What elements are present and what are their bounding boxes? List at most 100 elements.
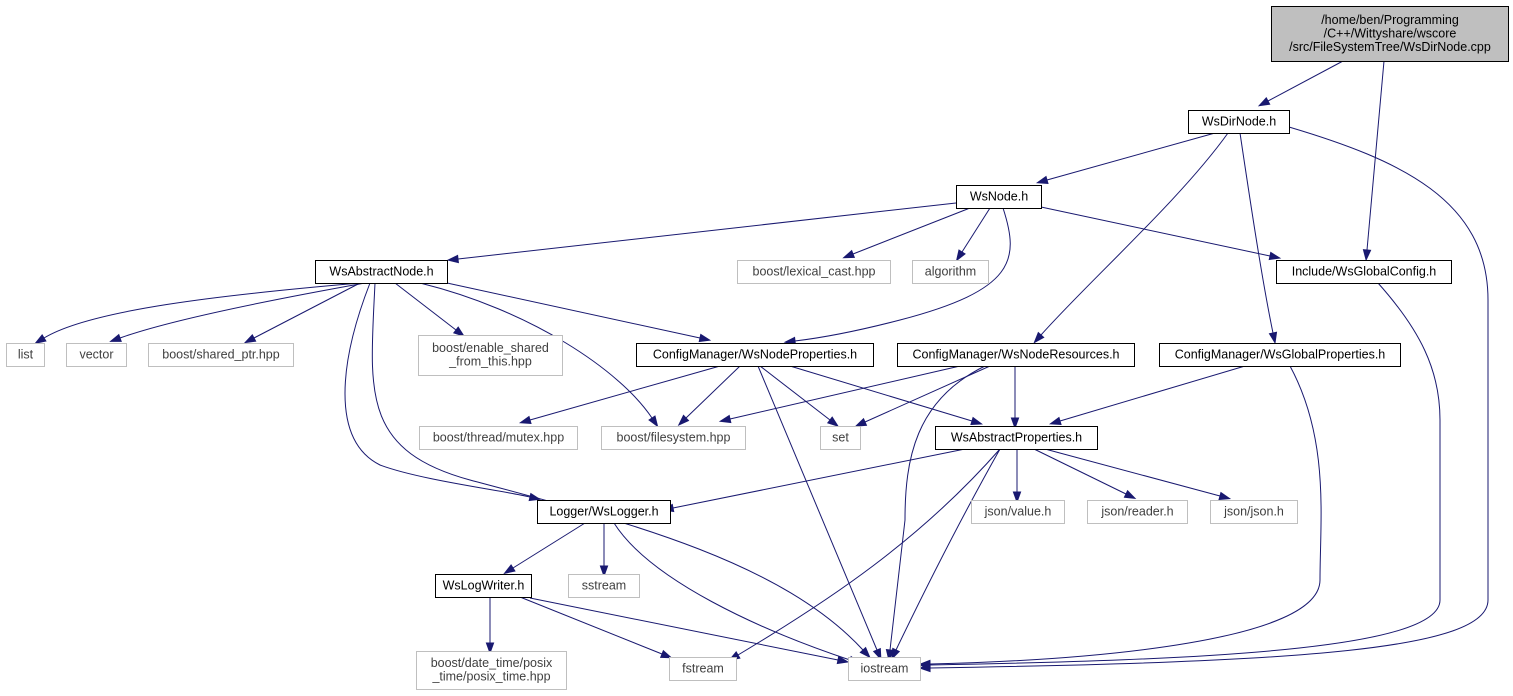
node-label: ConfigManager/WsNodeResources.h [912, 347, 1119, 361]
node-label: json/json.h [1223, 504, 1284, 518]
edge-wsabstractproperties-to-json_reader [1033, 448, 1137, 500]
node-label: /C++/Wittyshare/wscore [1324, 26, 1457, 40]
edge-wsabstractproperties-to-wslogger [661, 448, 966, 513]
arrowhead [1123, 489, 1137, 500]
arrowhead [836, 655, 850, 665]
edge-wsabstractnode-to-list [34, 282, 361, 344]
edge-wsabstractproperties-to-json_json [1044, 448, 1232, 501]
edge-line [895, 448, 1001, 651]
edge-wsnodeproperties-to-set [759, 365, 840, 428]
edge-wsglobalproperties-to-iostream [918, 365, 1322, 669]
edge-wsglobalproperties-to-wsabstractproperties [1048, 365, 1246, 425]
edge-line [457, 202, 957, 260]
edge-wsdirnode-to-wsnode [1035, 132, 1216, 185]
node-box [1210, 500, 1298, 524]
arrowhead [485, 642, 495, 655]
arrowhead [648, 415, 659, 428]
edge-line [512, 522, 586, 569]
edge-line [1239, 132, 1274, 334]
edge-wsnode-to-algorithm [955, 207, 991, 262]
node-wsabstractnode[interactable]: WsAbstractNode.h [315, 260, 448, 284]
node-box [148, 343, 294, 367]
node-label: WsAbstractProperties.h [951, 430, 1082, 444]
node-box [537, 500, 671, 524]
arrowhead [1048, 416, 1062, 425]
node-box [956, 185, 1042, 209]
arrowhead [955, 249, 966, 262]
node-box [1087, 500, 1188, 524]
edge-wsabstractnode-to-wsnodeproperties [446, 282, 712, 343]
edge-wsabstractnode-to-enable_shared [394, 282, 466, 338]
node-wsnodeproperties[interactable]: ConfigManager/WsNodeProperties.h [636, 343, 874, 367]
arrowhead [1033, 331, 1045, 344]
node-label: boost/enable_shared [432, 341, 549, 355]
node-wsglobalconfig[interactable]: Include/WsGlobalConfig.h [1276, 260, 1452, 284]
node-label: WsDirNode.h [1202, 114, 1276, 128]
node-wslogger[interactable]: Logger/WsLogger.h [537, 500, 671, 524]
node-label: WsLogWriter.h [443, 578, 525, 592]
arrowhead [1362, 249, 1372, 262]
nodes-layer: /home/ben/Programming/C++/Wittyshare/wsc… [6, 6, 1509, 690]
arrowhead [872, 647, 882, 661]
edge-wsabstractnode-to-iostream [371, 282, 871, 659]
node-label: /src/FileSystemTree/WsDirNode.cpp [1289, 40, 1491, 54]
edge-wsabstractproperties-to-iostream [891, 448, 1001, 661]
node-label: json/reader.h [1100, 504, 1173, 518]
arrowhead [677, 414, 690, 426]
edge-line [757, 365, 878, 651]
arrowhead [243, 333, 257, 344]
arrowhead [1012, 491, 1022, 504]
node-wslogwriter[interactable]: WsLogWriter.h [435, 574, 532, 598]
node-root[interactable]: /home/ben/Programming/C++/Wittyshare/wsc… [1271, 6, 1509, 62]
node-algorithm: algorithm [912, 260, 989, 284]
edge-line [253, 282, 361, 339]
arrowhead [599, 565, 609, 578]
edge-wslogwriter-to-posix_time [485, 597, 495, 655]
node-label: _from_this.hpp [448, 355, 532, 369]
edge-wsabstractproperties-to-fstream [728, 448, 1001, 661]
node-box [1188, 110, 1290, 134]
node-label: Logger/WsLogger.h [549, 504, 658, 518]
arrowhead [842, 249, 856, 259]
edge-line [759, 365, 831, 421]
node-label: WsAbstractNode.h [329, 264, 433, 278]
edge-line [889, 365, 986, 651]
node-box [636, 343, 874, 367]
edge-wsabstractnode-to-wslogger [344, 282, 542, 502]
edge-line [729, 365, 961, 420]
node-json_json: json/json.h [1210, 500, 1298, 524]
edge-wslogwriter-to-iostream [529, 597, 850, 665]
node-wsnode[interactable]: WsNode.h [956, 185, 1042, 209]
node-box [971, 500, 1065, 524]
node-list: list [6, 343, 45, 367]
edge-line [119, 282, 366, 339]
arrowhead [1268, 251, 1282, 261]
edge-line [672, 448, 966, 509]
edge-line [737, 448, 1001, 656]
node-wsabstractproperties[interactable]: WsAbstractProperties.h [935, 426, 1098, 450]
node-label: set [832, 430, 849, 444]
edge-line [1046, 132, 1216, 181]
node-box [1159, 343, 1401, 367]
arrowhead [970, 416, 983, 425]
node-wsnoderesources[interactable]: ConfigManager/WsNodeResources.h [897, 343, 1135, 367]
arrowhead [698, 333, 712, 343]
edge-wsabstractnode-to-filesystem [419, 282, 659, 428]
node-posix_time: boost/date_time/posix_time/posix_time.hp… [416, 651, 567, 690]
edge-wsabstractproperties-to-json_value [1012, 449, 1022, 504]
arrowhead [109, 333, 122, 342]
edge-wsabstractnode-to-shared_ptr [243, 282, 361, 344]
edge-line [929, 126, 1489, 669]
node-wsglobalproperties[interactable]: ConfigManager/WsGlobalProperties.h [1159, 343, 1401, 367]
node-box [66, 343, 127, 367]
node-wsdirnode[interactable]: WsDirNode.h [1188, 110, 1290, 134]
arrowhead [1010, 417, 1020, 430]
edge-line [929, 365, 1322, 665]
node-label: boost/date_time/posix [431, 656, 553, 670]
node-box [315, 260, 448, 284]
edge-line [446, 282, 701, 339]
edge-line [929, 282, 1441, 666]
node-label: json/value.h [984, 504, 1052, 518]
edge-wsnode-to-wsabstractnode [446, 202, 957, 264]
edge-root-to-wsdirnode [1257, 60, 1344, 107]
